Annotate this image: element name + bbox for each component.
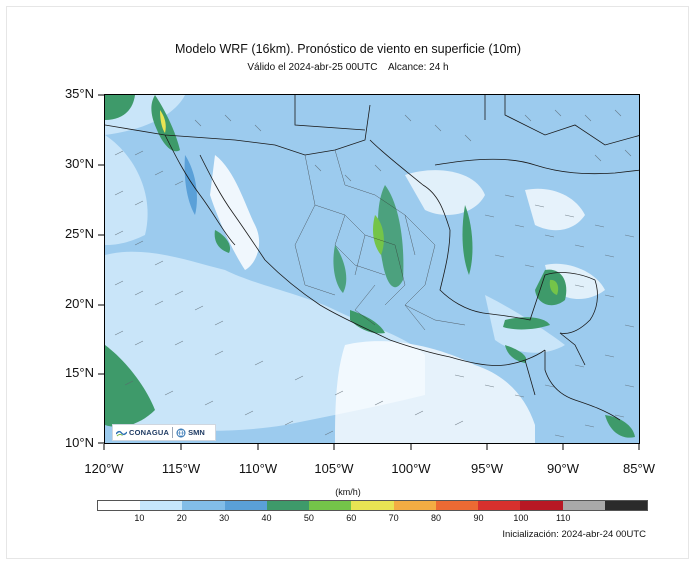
wind-map: [104, 94, 640, 444]
wind-speed-colorbar: [97, 500, 648, 511]
y-label-25n: 25°N: [64, 226, 94, 241]
figure-frame: [6, 6, 689, 559]
colorbar-tick-label: 60: [346, 513, 357, 523]
map-subtitle: Válido el 2024-abr-25 00UTC Alcance: 24 …: [247, 62, 449, 73]
x-label-85w: 85°W: [623, 461, 655, 476]
borders-coastlines: [105, 95, 639, 421]
colorbar-segment: [98, 501, 141, 510]
x-label-120w: 120°W: [84, 461, 124, 476]
colorbar-tick-label: 70: [388, 513, 399, 523]
wind-barbs: [114, 109, 635, 438]
y-label-15n: 15°N: [64, 365, 94, 380]
colorbar-tick-label: 90: [473, 513, 484, 523]
colorbar-segment: [182, 501, 225, 510]
smn-label: SMN: [188, 428, 205, 437]
colorbar-tick-label: 100: [513, 513, 529, 523]
conagua-logo: CONAGUA: [113, 428, 172, 437]
colorbar-segment: [478, 501, 521, 510]
agency-logos: CONAGUA SMN: [112, 424, 216, 441]
x-label-90w: 90°W: [547, 461, 579, 476]
colorbar-segment: [562, 501, 605, 510]
colorbar-tick-label: 20: [176, 513, 187, 523]
colorbar-segment: [351, 501, 394, 510]
map-title: Modelo WRF (16km). Pronóstico de viento …: [175, 42, 521, 56]
colorbar-unit: (km/h): [335, 487, 361, 497]
x-label-95w: 95°W: [471, 461, 503, 476]
colorbar-tick-label: 10: [134, 513, 145, 523]
x-label-115w: 115°W: [161, 461, 201, 476]
initialization-label: Inicialización: 2024-abr-24 00UTC: [502, 529, 646, 540]
colorbar-segment: [266, 501, 310, 510]
smn-globe-icon: [176, 428, 186, 437]
colorbar-tick-label: 80: [431, 513, 442, 523]
x-label-100w: 100°W: [391, 461, 431, 476]
colorbar-segment: [393, 501, 436, 510]
colorbar-tick-label: 50: [303, 513, 314, 523]
colorbar-tick-label: 40: [261, 513, 272, 523]
y-label-35n: 35°N: [64, 86, 94, 101]
y-label-20n: 20°N: [64, 296, 94, 311]
x-label-105w: 105°W: [314, 461, 354, 476]
colorbar-segment: [604, 501, 648, 510]
colorbar-segment: [435, 501, 479, 510]
colorbar-segment: [224, 501, 267, 510]
strong-wind-patches: [105, 95, 635, 438]
logo-separator: [172, 427, 174, 438]
colorbar-tick-label: 30: [219, 513, 230, 523]
x-label-110w: 110°W: [238, 461, 278, 476]
smn-logo: SMN: [173, 428, 208, 438]
y-label-30n: 30°N: [64, 156, 94, 171]
conagua-label: CONAGUA: [129, 428, 170, 437]
colorbar-segment: [309, 501, 352, 510]
colorbar-segment: [140, 501, 183, 510]
colorbar-segment: [520, 501, 563, 510]
calm-regions: [105, 95, 605, 443]
conagua-wave-icon: [116, 430, 127, 437]
state-lines: [294, 149, 466, 331]
colorbar-tick-label: 110: [556, 513, 571, 523]
y-label-10n: 10°N: [64, 435, 94, 450]
wind-map-canvas: [105, 95, 639, 443]
